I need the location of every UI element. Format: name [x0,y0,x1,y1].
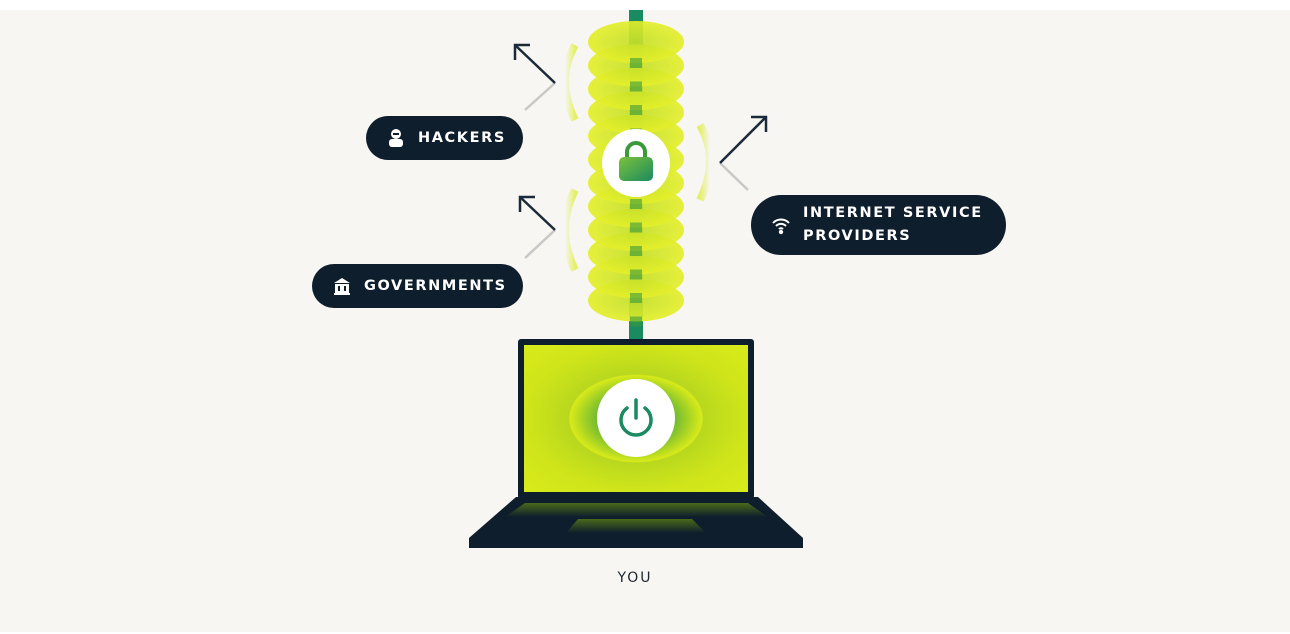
rod-segment [630,316,642,327]
device-label-you: YOU [617,570,653,586]
rod-segment [630,105,642,115]
government-building-icon [332,276,352,296]
hacker-icon [386,128,406,148]
lock-icon [602,129,670,197]
threat-badge-isp: INTERNET SERVICE PROVIDERS [751,195,1006,255]
threat-badge-governments: GOVERNMENTS [312,264,523,308]
deflect-arrow-hackers [513,43,556,111]
threat-label-isp-line1: INTERNET SERVICE [803,205,983,221]
threat-label-hackers: HACKERS [418,130,506,146]
deflect-arrow-isp [719,115,768,191]
rod-segment [630,199,642,209]
coil-disc [588,21,684,63]
power-icon [597,379,675,457]
rod-segment [630,58,642,68]
threat-badge-hackers: HACKERS [366,116,523,160]
rod-segment [630,246,642,256]
deflect-arrow-governments [518,195,556,259]
threat-label-governments: GOVERNMENTS [364,278,507,294]
laptop-illustration [469,339,803,548]
rod-segment [630,81,642,92]
rod-segment [630,269,642,280]
rod-segment [630,222,642,233]
wifi-icon [771,215,791,235]
threat-label-isp-line2: PROVIDERS [803,228,912,244]
rod-segment [630,293,642,303]
